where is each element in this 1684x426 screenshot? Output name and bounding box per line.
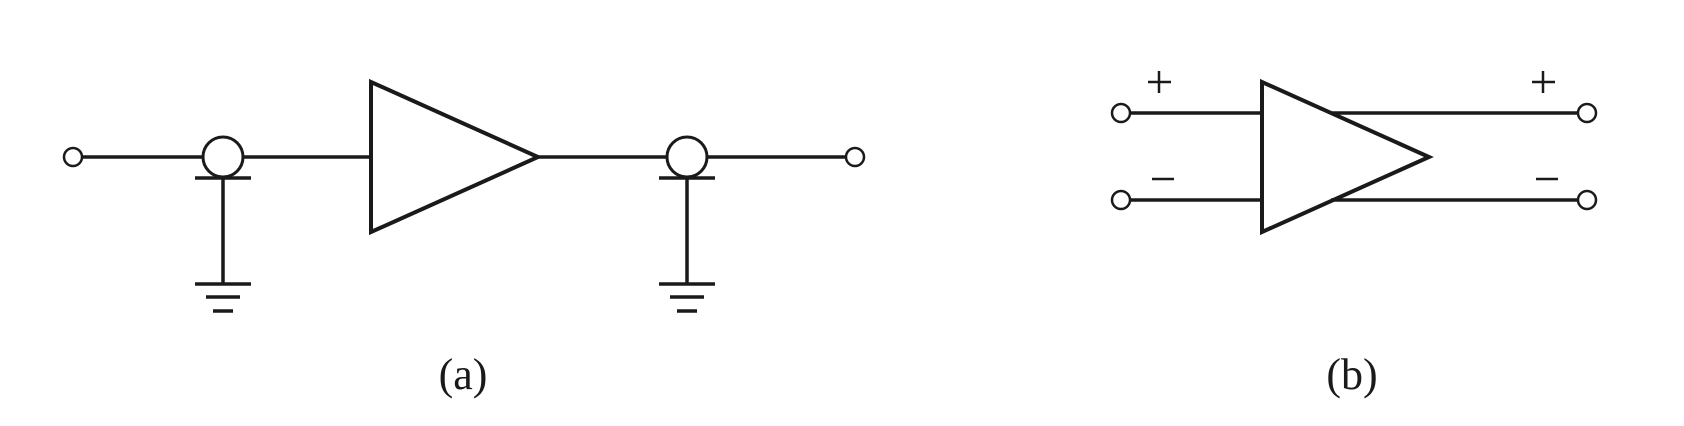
input-plus-sign [1148,71,1171,93]
right-node-circle [665,135,709,179]
left-node-circle [201,135,245,179]
input-minus-terminal [1110,189,1132,211]
panel-b: (b) [1110,71,1598,399]
output-minus-terminal [1576,189,1598,211]
caption-b: (b) [1326,350,1377,399]
output-terminal-a [844,146,866,168]
output-plus-sign [1532,71,1555,93]
left-ground-symbol [195,282,251,313]
amplifier-triangle-a [369,78,543,236]
input-terminal-a [62,146,84,168]
right-ground-symbol [659,282,715,313]
output-plus-terminal [1576,102,1598,124]
panel-a: (a) [62,78,866,399]
input-plus-terminal [1110,102,1132,124]
caption-a: (a) [439,350,488,399]
amplifier-triangle-b [1260,78,1434,236]
